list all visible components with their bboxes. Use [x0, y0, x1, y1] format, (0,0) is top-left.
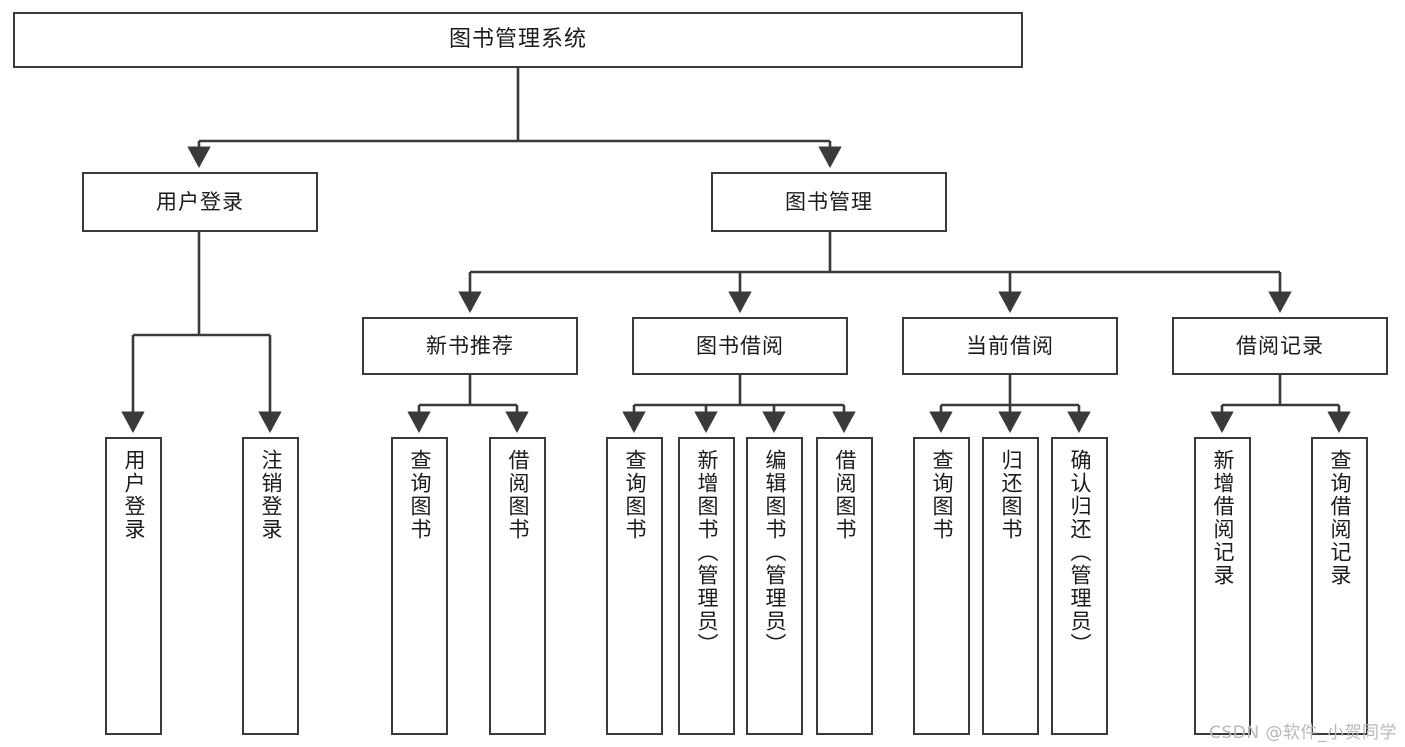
watermark: CSDN @软件_小贺同学 [1209, 723, 1397, 743]
node-user-login[interactable]: 用户登录 [82, 172, 318, 232]
node-leaf-return-book[interactable]: 归还图书 [982, 437, 1039, 735]
node-leaf-return-book-label: 归还图书 [999, 449, 1023, 541]
node-current-borrow[interactable]: 当前借阅 [902, 317, 1118, 375]
node-book-manage-label: 图书管理 [785, 189, 873, 214]
node-root-label: 图书管理系统 [448, 27, 587, 53]
node-leaf-confirm-return[interactable]: 确认归还（管理员） [1051, 437, 1108, 735]
node-leaf-query-book-1[interactable]: 查询图书 [391, 437, 448, 735]
node-leaf-query-book-2[interactable]: 查询图书 [606, 437, 663, 735]
node-new-book-recommendation-label: 新书推荐 [426, 333, 514, 358]
node-leaf-borrow-book-2[interactable]: 借阅图书 [816, 437, 873, 735]
node-current-borrow-label: 当前借阅 [966, 333, 1054, 358]
node-book-borrow-label: 图书借阅 [696, 333, 784, 358]
node-leaf-user-login[interactable]: 用户登录 [105, 437, 162, 735]
node-leaf-edit-book[interactable]: 编辑图书（管理员） [746, 437, 803, 735]
node-leaf-borrow-book-1-label: 借阅图书 [506, 449, 530, 541]
node-leaf-borrow-book-1[interactable]: 借阅图书 [489, 437, 546, 735]
node-leaf-add-book[interactable]: 新增图书（管理员） [678, 437, 735, 735]
node-leaf-user-login-label: 用户登录 [122, 449, 146, 541]
node-leaf-logout[interactable]: 注销登录 [242, 437, 299, 735]
node-leaf-query-record[interactable]: 查询借阅记录 [1311, 437, 1368, 735]
node-leaf-query-book-3[interactable]: 查询图书 [913, 437, 970, 735]
node-leaf-query-book-3-label: 查询图书 [930, 449, 954, 541]
node-leaf-query-record-label: 查询借阅记录 [1328, 449, 1352, 587]
node-root[interactable]: 图书管理系统 [13, 12, 1023, 68]
node-user-login-label: 用户登录 [156, 189, 244, 214]
node-leaf-logout-label: 注销登录 [259, 449, 283, 541]
node-leaf-confirm-return-label: 确认归还（管理员） [1068, 449, 1092, 656]
node-borrow-record-label: 借阅记录 [1236, 333, 1324, 358]
node-book-manage[interactable]: 图书管理 [711, 172, 947, 232]
node-borrow-record[interactable]: 借阅记录 [1172, 317, 1388, 375]
node-leaf-query-book-1-label: 查询图书 [408, 449, 432, 541]
node-leaf-edit-book-label: 编辑图书（管理员） [763, 449, 787, 656]
node-leaf-add-book-label: 新增图书（管理员） [695, 449, 719, 656]
node-leaf-add-record[interactable]: 新增借阅记录 [1194, 437, 1251, 735]
node-book-borrow[interactable]: 图书借阅 [632, 317, 848, 375]
node-leaf-borrow-book-2-label: 借阅图书 [833, 449, 857, 541]
node-leaf-query-book-2-label: 查询图书 [623, 449, 647, 541]
node-leaf-add-record-label: 新增借阅记录 [1211, 449, 1235, 587]
node-new-book-recommendation[interactable]: 新书推荐 [362, 317, 578, 375]
